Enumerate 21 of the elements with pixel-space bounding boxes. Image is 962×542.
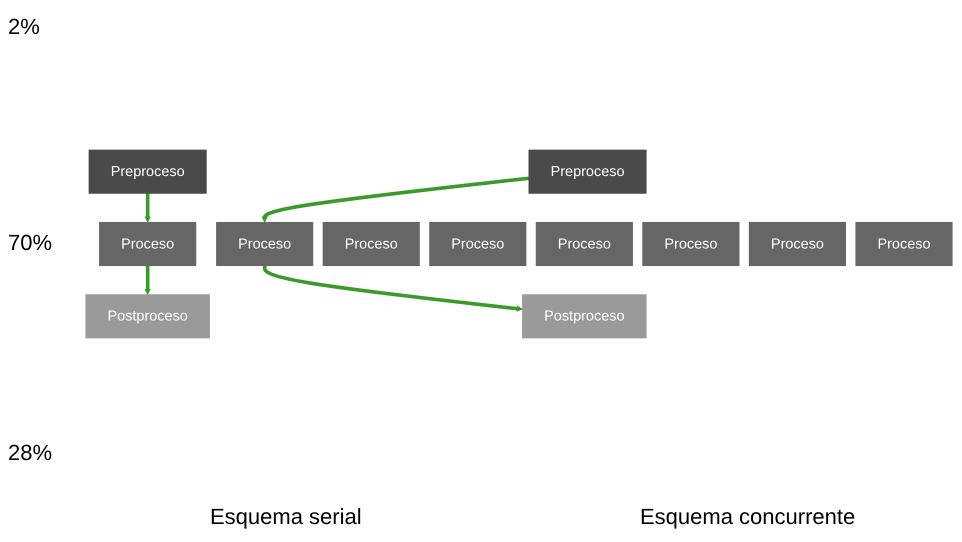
node-box: Preproceso — [88, 150, 207, 194]
scheme-caption: Esquema serial — [210, 504, 362, 530]
node-box: Postproceso — [85, 294, 210, 338]
percentage-label: 28% — [8, 440, 52, 466]
percentage-label: 70% — [8, 230, 52, 256]
node-box: Postproceso — [522, 294, 647, 338]
percentage-label: 2% — [8, 14, 40, 40]
scheme-caption: Esquema concurrente — [640, 504, 856, 530]
arrow — [144, 193, 151, 223]
node-box: Proceso — [99, 222, 196, 266]
arrow — [262, 266, 523, 312]
arrow — [144, 266, 151, 295]
node-box: Preproceso — [528, 150, 647, 194]
node-box: Proceso — [429, 222, 526, 266]
node-box: Proceso — [322, 222, 420, 266]
arrow — [262, 176, 530, 223]
node-box: Proceso — [748, 222, 846, 266]
node-box: Proceso — [855, 222, 953, 266]
node-box: Proceso — [642, 222, 740, 266]
node-box: Proceso — [216, 222, 314, 266]
node-box: Proceso — [536, 222, 633, 266]
